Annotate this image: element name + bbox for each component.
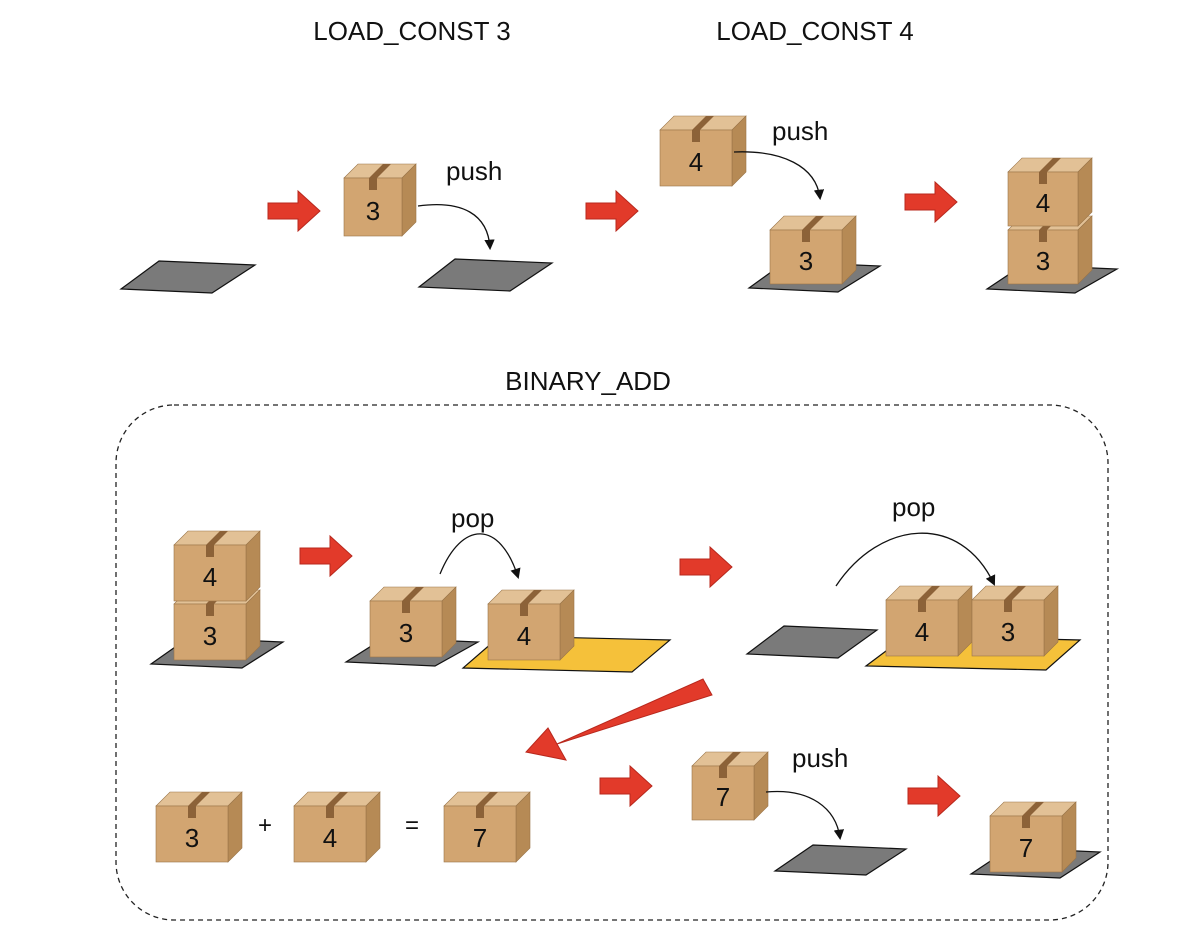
box-4-operand: 4 (293, 791, 381, 863)
box-4-popped-value: 4 (517, 621, 531, 651)
box-7-pushing: 7 (691, 751, 769, 821)
push-label-1: push (446, 156, 502, 186)
box-7-result-value: 7 (473, 823, 487, 853)
box-4-top-value: 4 (1036, 188, 1050, 218)
transition-arrow-5 (679, 545, 733, 589)
transition-arrow-6 (599, 764, 653, 808)
box-4-popped-2-value: 4 (915, 617, 929, 647)
box-7-on-stack: 7 (989, 801, 1077, 873)
box-3-pushing: 3 (343, 163, 417, 237)
title-binary-add: BINARY_ADD (505, 366, 671, 396)
box-3-bottom-2-value: 3 (203, 621, 217, 651)
transition-arrow-3 (904, 180, 958, 224)
empty-stack-platform-1 (119, 260, 257, 294)
box-3-remaining: 3 (369, 586, 457, 658)
transition-arrow-4 (299, 534, 353, 578)
push-curve-3 (765, 790, 845, 841)
transition-arrow-2 (585, 189, 639, 233)
box-4-pushing: 4 (659, 115, 747, 187)
box-4-top: 4 (1007, 157, 1093, 227)
empty-stack-platform-8 (773, 844, 908, 876)
pop-label-1: pop (451, 503, 494, 533)
pop-curve-2 (835, 532, 996, 587)
push-curve-1 (417, 204, 495, 251)
box-7-on-stack-value: 7 (1019, 833, 1033, 863)
title-load-const-3: LOAD_CONST 3 (313, 16, 510, 46)
box-3-popped-value: 3 (1001, 617, 1015, 647)
box-3-on-stack-value: 3 (799, 246, 813, 276)
box-7-pushing-value: 7 (716, 782, 730, 812)
box-3-operand: 3 (155, 791, 243, 863)
box-4-top-2: 4 (173, 530, 261, 602)
box-4-top-2-value: 4 (203, 562, 217, 592)
push-label-3: push (792, 743, 848, 773)
transition-arrow-1 (267, 189, 321, 233)
empty-stack-platform-7 (745, 625, 879, 659)
box-3-pushing-value: 3 (366, 196, 380, 226)
transition-arrow-7 (907, 774, 961, 818)
box-3-on-stack: 3 (769, 215, 857, 285)
diagonal-transition-arrow (525, 678, 713, 761)
empty-stack-platform-2 (417, 258, 554, 292)
equals-operator: = (405, 812, 419, 839)
title-load-const-4: LOAD_CONST 4 (716, 16, 913, 46)
push-curve-2 (733, 151, 825, 201)
box-3-operand-value: 3 (185, 823, 199, 853)
plus-operator: + (258, 812, 272, 839)
box-4-popped-2: 4 (885, 585, 973, 657)
box-4-pushing-value: 4 (689, 147, 703, 177)
pop-label-2: pop (892, 492, 935, 522)
push-label-2: push (772, 116, 828, 146)
box-4-popped: 4 (487, 589, 575, 661)
pop-curve-1 (439, 533, 521, 579)
box-3-popped: 3 (971, 585, 1059, 657)
box-7-result: 7 (443, 791, 531, 863)
box-4-operand-value: 4 (323, 823, 337, 853)
box-3-bottom-value: 3 (1036, 246, 1050, 276)
binary-add-region (115, 404, 1109, 921)
box-3-remaining-value: 3 (399, 618, 413, 648)
